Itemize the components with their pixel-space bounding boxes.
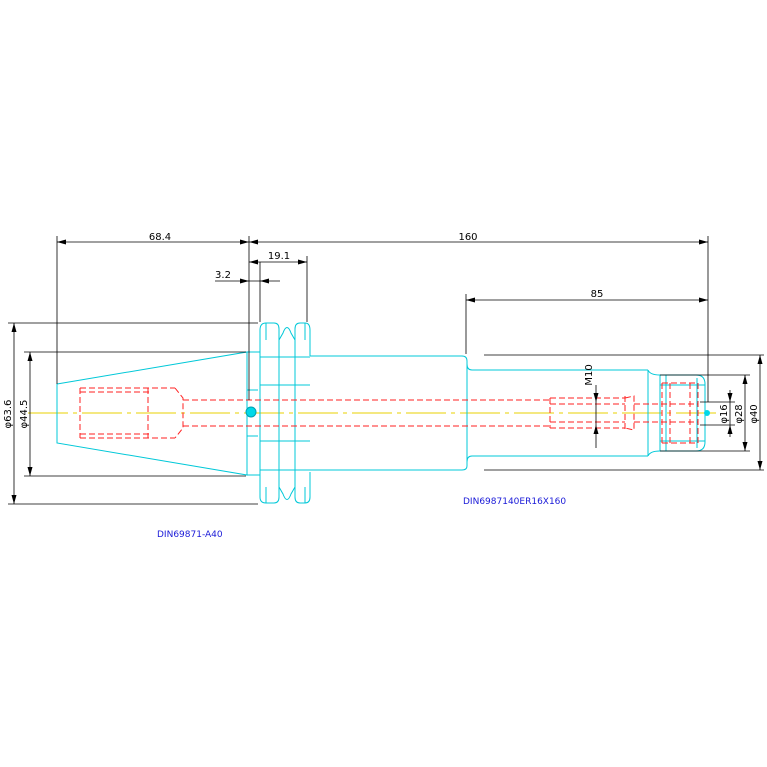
holder-part-label: DIN69871-A40 — [157, 530, 223, 540]
extension-part-label: DIN6987140ER16X160 — [463, 497, 566, 507]
flange-outline — [259, 322, 311, 504]
gauge-point-right — [704, 410, 710, 416]
dim-m10: M10 — [584, 364, 595, 385]
dim-160: 160 — [458, 232, 477, 243]
dim-dia-44-5: φ44.5 — [19, 400, 30, 429]
dim-3-2: 3.2 — [215, 270, 231, 281]
dim-dia-63-6: φ63.6 — [3, 400, 14, 429]
extension-outline — [310, 355, 649, 471]
gauge-point-left — [245, 406, 257, 418]
dim-19-1: 19.1 — [268, 251, 290, 262]
arrowheads — [11, 239, 763, 504]
dim-dia-28: φ28 — [734, 404, 745, 423]
dim-dia-16: φ16 — [719, 404, 730, 423]
dim-dia-40: φ40 — [749, 404, 760, 423]
hidden-lines — [79, 382, 699, 444]
dimension-lines — [8, 236, 764, 505]
dim-85: 85 — [591, 289, 604, 300]
dim-68-4: 68.4 — [149, 232, 171, 243]
